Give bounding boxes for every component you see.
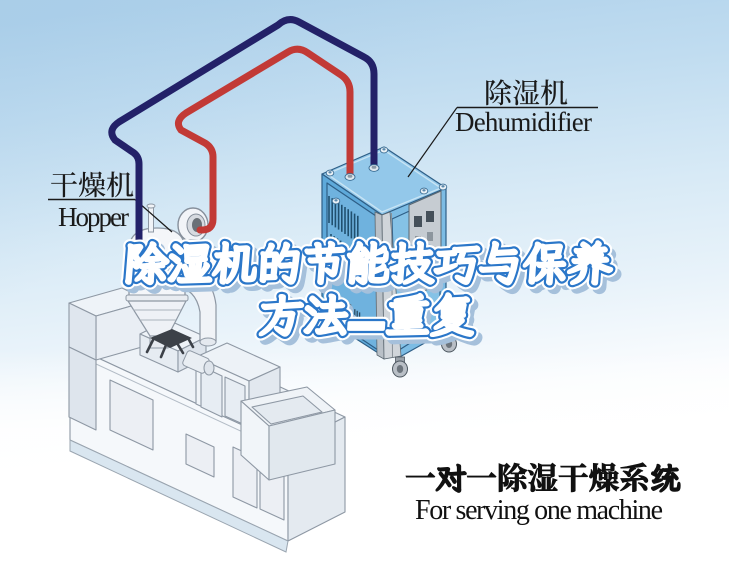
svg-text:Dehumidifier: Dehumidifier xyxy=(455,107,592,137)
svg-text:Hopper: Hopper xyxy=(58,202,129,232)
svg-text:For serving one machine: For serving one machine xyxy=(415,495,663,526)
